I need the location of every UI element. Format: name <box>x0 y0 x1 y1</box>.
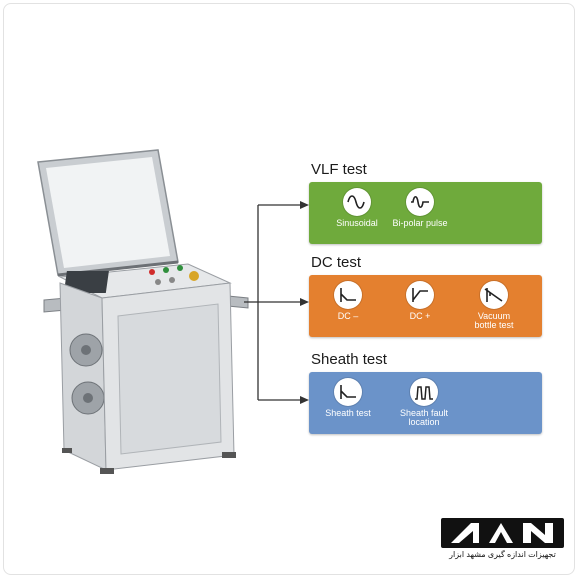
dc-test-title: DC test <box>311 254 362 271</box>
dc-test-panel: DC – DC + Vacuum bottle test <box>309 275 542 337</box>
logo-mark-icon <box>441 518 564 548</box>
sheath-test-item: Sheath test <box>303 378 393 418</box>
sheath-test-panel: Sheath test Sheath fault location <box>309 372 542 434</box>
sheath-test-label: Sheath test <box>325 408 371 418</box>
dc-positive-label: DC + <box>409 311 431 321</box>
dc-positive-icon <box>406 281 434 309</box>
dc-negative-icon <box>334 281 362 309</box>
sinusoidal-label: Sinusoidal <box>336 218 378 228</box>
dc-positive-item: DC + <box>375 281 465 321</box>
sheath-fault-icon <box>410 378 438 406</box>
dc-negative-label: DC – <box>337 311 359 321</box>
bipolar-pulse-item: Bi-polar pulse <box>375 188 465 228</box>
vlf-test-title: VLF test <box>311 161 367 178</box>
logo-text: تجهیزات اندازه گیری مشهد ابزار <box>449 550 556 559</box>
vacuum-bottle-icon <box>480 281 508 309</box>
sheath-test-icon <box>334 378 362 406</box>
bipolar-pulse-icon <box>406 188 434 216</box>
dc-negative-item: DC – <box>303 281 393 321</box>
vacuum-bottle-label: Vacuum bottle test <box>474 311 514 330</box>
sheath-fault-item: Sheath fault location <box>379 378 469 427</box>
bipolar-pulse-label: Bi-polar pulse <box>392 218 448 228</box>
sine-wave-icon <box>343 188 371 216</box>
vacuum-bottle-item: Vacuum bottle test <box>449 281 539 330</box>
sheath-fault-label: Sheath fault location <box>399 408 449 427</box>
vlf-test-panel: Sinusoidal Bi-polar pulse <box>309 182 542 244</box>
sinusoidal-item: Sinusoidal <box>312 188 402 228</box>
company-logo: تجهیزات اندازه گیری مشهد ابزار <box>441 518 564 559</box>
sheath-test-title: Sheath test <box>311 351 387 368</box>
